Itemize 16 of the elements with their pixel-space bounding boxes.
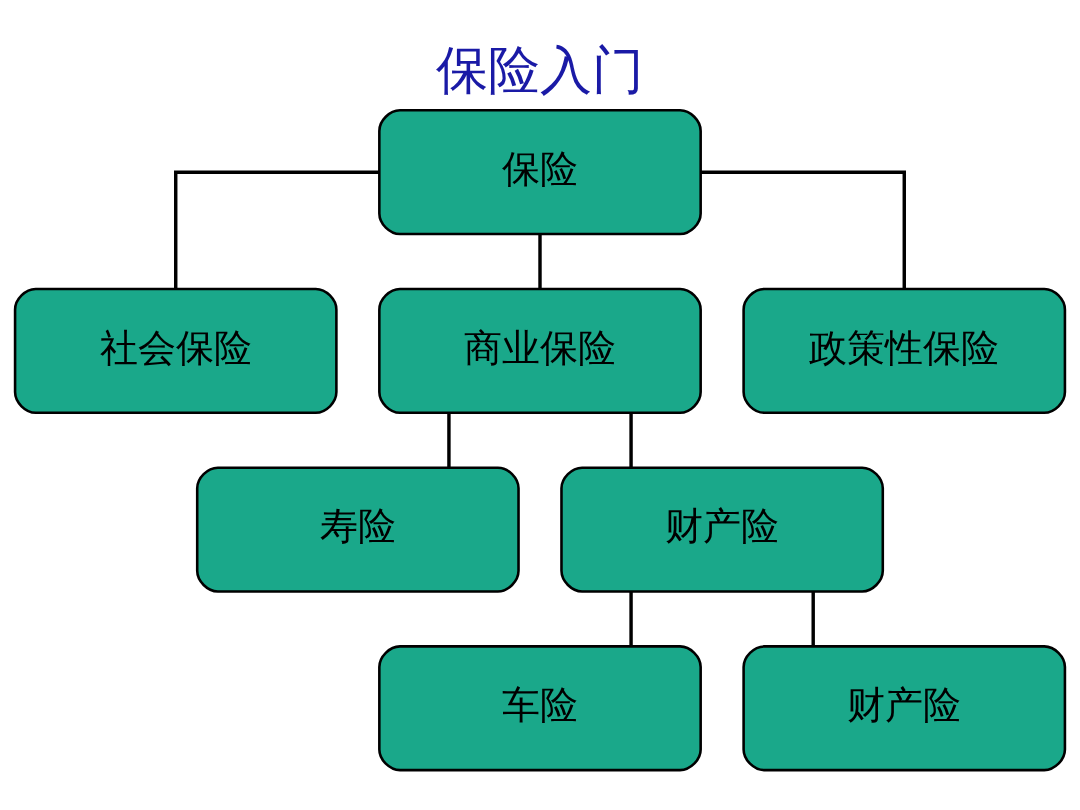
connector [447, 412, 451, 468]
connector [811, 591, 815, 647]
node-box: 保险 [378, 109, 702, 236]
node-box: 财产险 [742, 645, 1067, 772]
node-box: 车险 [378, 645, 702, 772]
node-box: 财产险 [560, 466, 885, 593]
node-box: 寿险 [195, 466, 520, 593]
node-box: 商业保险 [378, 287, 702, 415]
connector [700, 170, 906, 289]
connector [629, 412, 633, 468]
connector [174, 170, 380, 289]
connector [538, 234, 542, 289]
diagram-title: 保险入门 [436, 39, 644, 100]
node-box: 社会保险 [13, 287, 338, 415]
node-box: 政策性保险 [742, 287, 1067, 415]
connector [629, 591, 633, 647]
